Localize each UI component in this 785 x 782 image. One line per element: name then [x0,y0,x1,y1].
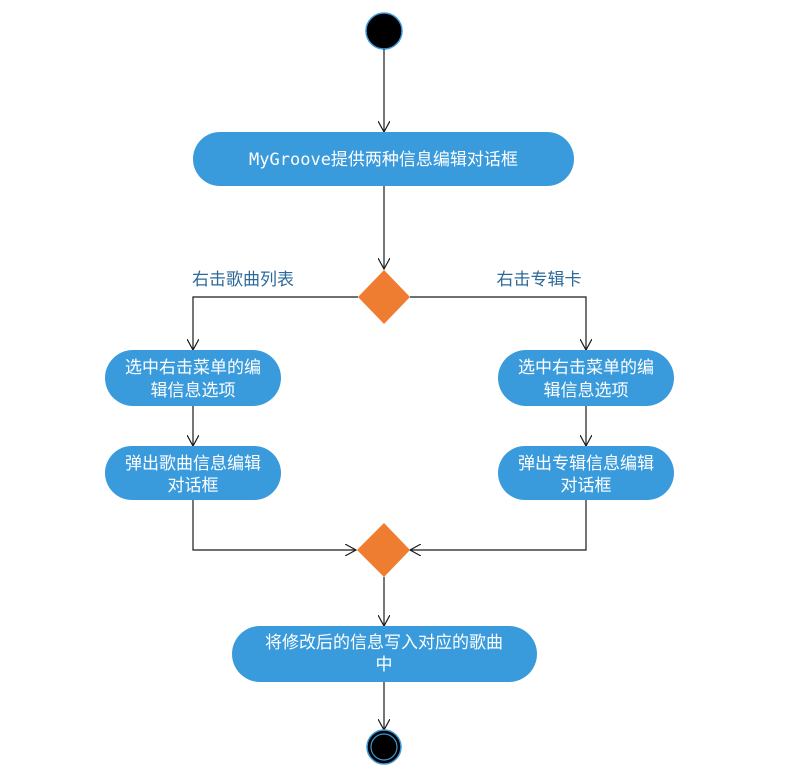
activity-left-song-dialog [105,446,281,500]
activity-right-select-menu [498,350,674,406]
edge-decision-to-left [193,296,358,350]
activity-left-select-menu-line2: 辑信息选项 [151,381,236,401]
guard-left-label: 右击歌曲列表 [192,270,294,290]
guard-right-label: 右击专辑卡 [497,270,582,290]
final-node-ring [370,733,398,761]
activity-left-select-menu-line1: 选中右击菜单的编 [125,358,261,378]
edge-right2-to-merge [410,500,587,550]
activity-left-song-dialog-line2: 对话框 [168,476,219,496]
activity-top [193,132,574,186]
merge-node [357,523,410,577]
initial-node [365,12,403,50]
activity-write-info-line1: 将修改后的信息写入对应的歌曲 [265,633,503,653]
final-node-outer [366,729,402,765]
activity-right-select-menu-line2: 辑信息选项 [544,381,629,401]
decision-node [358,270,410,324]
edge-left2-to-merge [192,500,356,550]
activity-right-select-menu-line1: 选中右击菜单的编 [518,358,654,378]
activity-top-label: MyGroove提供两种信息编辑对话框 [249,150,518,170]
activity-right-album-dialog-line1: 弹出专辑信息编辑 [518,454,654,474]
activity-right-album-dialog-line2: 对话框 [561,476,612,496]
activity-left-song-dialog-line1: 弹出歌曲信息编辑 [125,454,261,474]
activity-write-info-line2: 中 [376,655,393,675]
activity-write-info [232,626,537,682]
activity-right-album-dialog [498,446,674,500]
edge-decision-to-right [410,296,586,350]
edges [193,49,586,730]
activity-left-select-menu [105,350,281,406]
